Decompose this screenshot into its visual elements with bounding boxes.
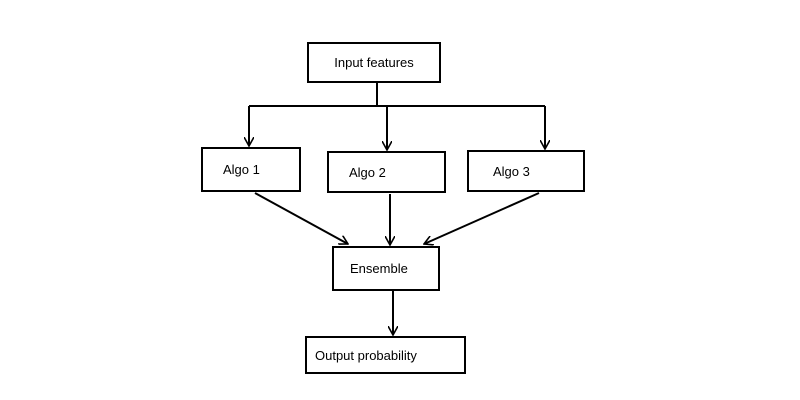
algo-3-box: Algo 3: [467, 150, 585, 192]
algo-1-box: Algo 1: [201, 147, 301, 192]
input-features-label: Input features: [334, 55, 414, 70]
ensemble-box: Ensemble: [332, 246, 440, 291]
algo-2-box: Algo 2: [327, 151, 446, 193]
arrow-algo1-to-ensemble: [254, 192, 348, 245]
output-probability-box: Output probability: [305, 336, 466, 374]
algo-2-label: Algo 2: [349, 164, 386, 180]
algo-1-label: Algo 1: [223, 162, 260, 177]
input-features-box: Input features: [307, 42, 441, 83]
output-probability-label: Output probability: [315, 347, 417, 363]
algo-3-label: Algo 3: [493, 163, 530, 179]
ensemble-label: Ensemble: [350, 261, 408, 276]
arrow-algo3-to-ensemble: [424, 192, 540, 244]
